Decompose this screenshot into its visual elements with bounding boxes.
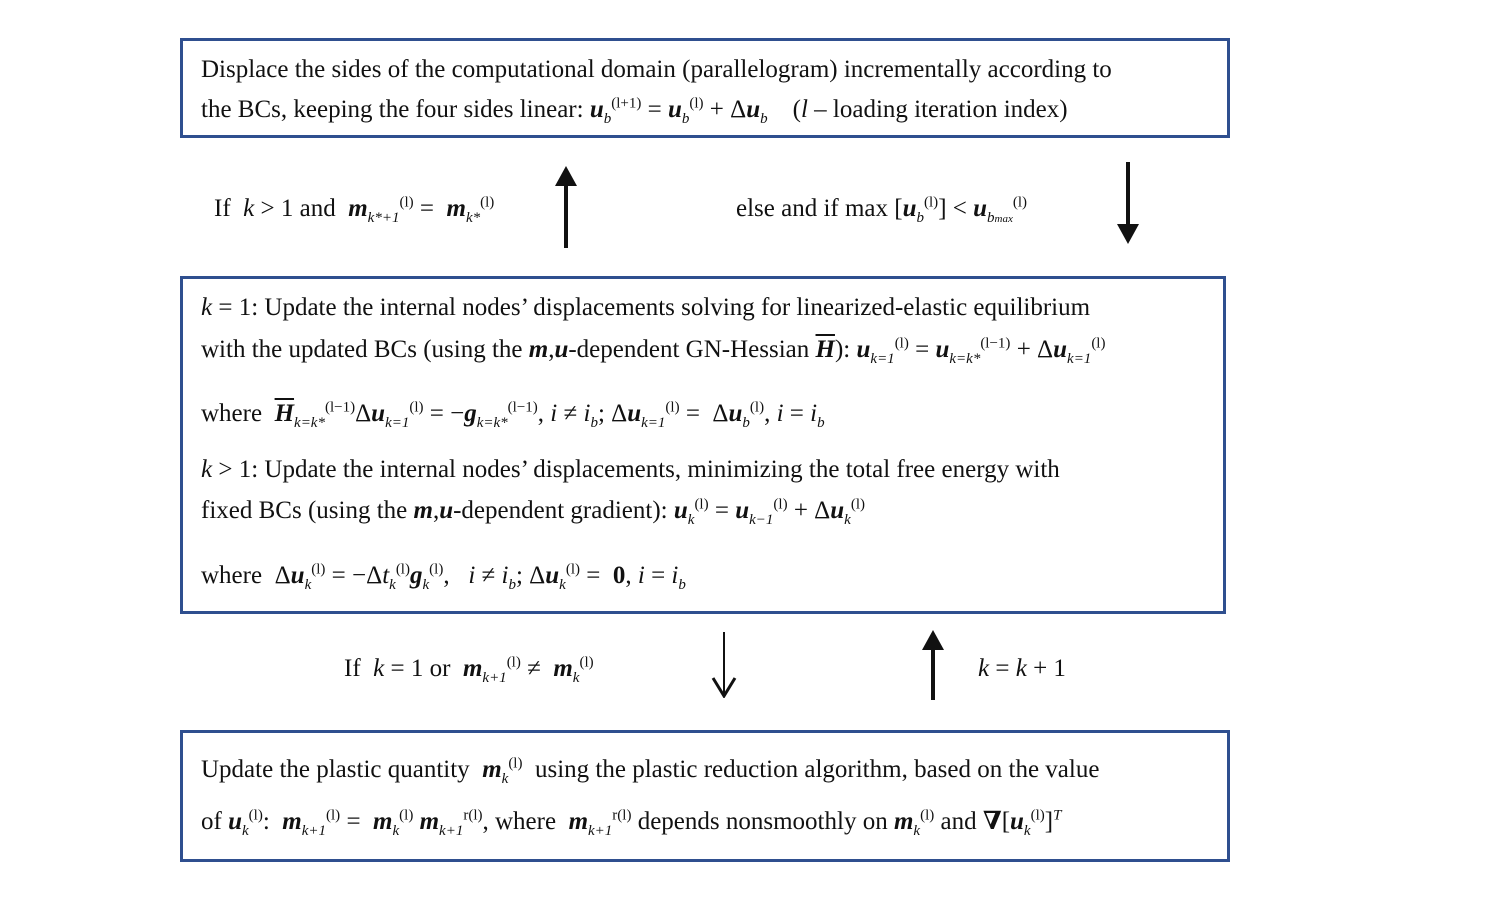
label-if-converged: If k > 1 and mk*+1(l) = mk*(l) [214, 194, 495, 226]
box-displace-sides: Displace the sides of the computational … [180, 38, 1230, 138]
box-update-internal-nodes: k = 1: Update the internal nodes’ displa… [180, 276, 1226, 614]
box3-line2: of uk(l): mk+1(l) = mk(l) mk+1r(l), wher… [201, 807, 1062, 839]
box1-line1: Displace the sides of the computational … [201, 56, 1112, 83]
arrow-down-center [711, 632, 737, 698]
box2-line2: with the updated BCs (using the m,u-depe… [201, 335, 1106, 367]
box1-line2: the BCs, keeping the four sides linear: … [201, 95, 1068, 127]
label-k-increment: k = k + 1 [978, 655, 1066, 682]
label-else-max: else and if max [ub(l)] < ubmax(l) [736, 194, 1028, 226]
box2-line3: where Hk=k*(l−1)Δuk=1(l) = −gk=k*(l−1), … [201, 399, 825, 431]
box3-line1: Update the plastic quantity mk(l) using … [201, 755, 1100, 787]
arrow-up-left [555, 166, 577, 248]
box-plastic-update: Update the plastic quantity mk(l) using … [180, 730, 1230, 862]
box2-line4: k > 1: Update the internal nodes’ displa… [201, 456, 1060, 483]
arrow-down-right [1117, 162, 1139, 244]
box2-line6: where Δuk(l) = −Δtk(l)gk(l), i ≠ ib; Δuk… [201, 561, 686, 593]
arrow-up-center-right [922, 630, 944, 700]
box2-line5: fixed BCs (using the m,u-dependent gradi… [201, 496, 866, 528]
box2-line1: k = 1: Update the internal nodes’ displa… [201, 294, 1091, 321]
label-if-k1-or-changed: If k = 1 or mk+1(l) ≠ mk(l) [344, 654, 594, 686]
